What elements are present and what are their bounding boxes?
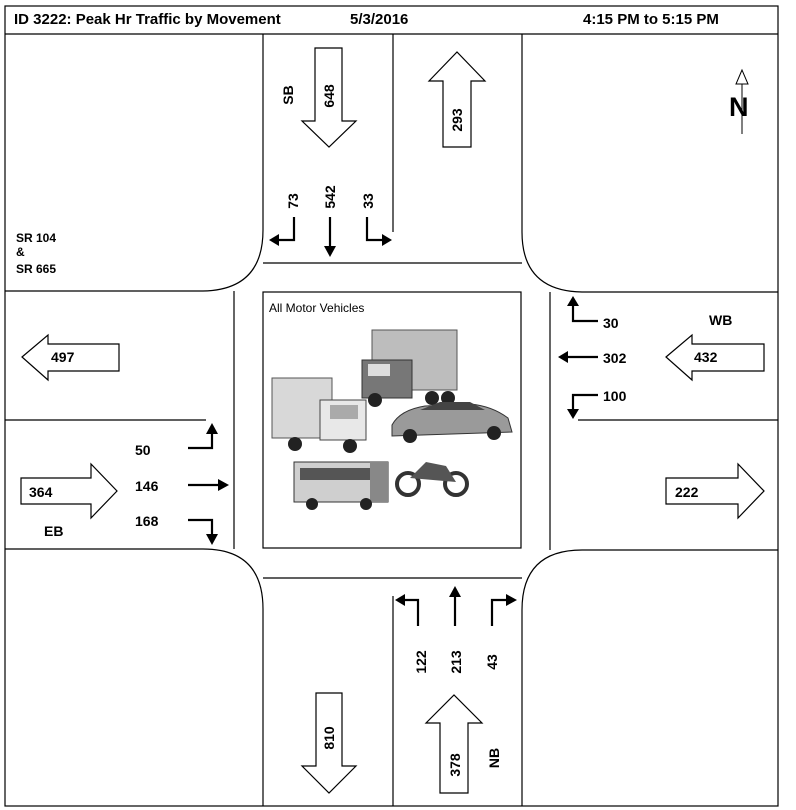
eb-approach-total: 364 (29, 484, 53, 500)
semi-truck-icon (361, 329, 458, 407)
bus-icon (293, 461, 389, 510)
wb-departure-arrow (21, 333, 120, 382)
sb-departure-total: 293 (449, 108, 465, 132)
nb-departure-total: 810 (321, 726, 337, 750)
wb-left-turn-arrow (567, 393, 598, 419)
sb-approach-arrow (300, 47, 358, 148)
wb-right-turn-arrow (567, 296, 598, 323)
nb-right-volume: 43 (484, 654, 500, 670)
road-edge-nw (5, 34, 264, 292)
sb-left-volume: 33 (360, 193, 376, 209)
eb-departure-total: 222 (675, 484, 699, 500)
nb-right-turn-arrow (490, 594, 517, 626)
sb-right-volume: 73 (285, 193, 301, 209)
wb-left-volume: 100 (603, 388, 627, 404)
wb-right-volume: 30 (603, 315, 619, 331)
sb-departure-arrow (427, 51, 487, 148)
eb-left-volume: 50 (135, 442, 151, 458)
report-date: 5/3/2016 (350, 11, 408, 28)
sb-through-volume: 542 (322, 185, 338, 209)
box-truck-icon (271, 377, 367, 453)
eb-left-turn-arrow (188, 423, 218, 450)
road-edge-sw (5, 548, 264, 806)
vehicle-illustration (271, 329, 513, 510)
road-edge-ne (521, 34, 778, 293)
nb-left-volume: 122 (413, 650, 429, 674)
motorcycle-icon (395, 462, 469, 497)
eb-approach-arrow (20, 462, 118, 520)
sb-left-turn-arrow (365, 217, 392, 246)
eb-departure-arrow (665, 462, 765, 520)
wb-through-arrow (558, 351, 598, 363)
sedan-icon (391, 402, 513, 443)
report-title: ID 3222: Peak Hr Traffic by Movement (14, 11, 281, 28)
eb-label: EB (44, 523, 63, 539)
eb-through-volume: 146 (135, 478, 159, 494)
nb-approach-arrow (424, 694, 484, 794)
wb-departure-total: 497 (51, 349, 75, 365)
nb-left-turn-arrow (395, 594, 420, 626)
wb-through-volume: 302 (603, 350, 627, 366)
eb-through-arrow (188, 479, 229, 491)
intersection-line3: SR 665 (16, 262, 56, 276)
sb-label: SB (280, 85, 296, 104)
intersection-line2: & (16, 245, 25, 259)
eb-right-volume: 168 (135, 513, 159, 529)
north-arrow-icon (735, 68, 749, 134)
wb-approach-total: 432 (694, 349, 718, 365)
report-time-range: 4:15 PM to 5:15 PM (583, 11, 719, 28)
wb-label: WB (709, 312, 732, 328)
nb-through-arrow (449, 586, 461, 626)
road-edge-se (521, 549, 778, 806)
sb-approach-total: 648 (321, 84, 337, 108)
eb-right-turn-arrow (188, 518, 218, 545)
sb-right-turn-arrow (269, 217, 296, 246)
nb-through-volume: 213 (448, 650, 464, 674)
wb-approach-arrow (665, 333, 765, 382)
intersection-line1: SR 104 (16, 231, 56, 245)
north-label: N (729, 92, 749, 122)
sb-through-arrow (324, 217, 336, 257)
nb-label: NB (486, 748, 502, 768)
nb-departure-arrow (300, 692, 358, 794)
center-label: All Motor Vehicles (269, 301, 364, 315)
nb-approach-total: 378 (447, 753, 463, 777)
